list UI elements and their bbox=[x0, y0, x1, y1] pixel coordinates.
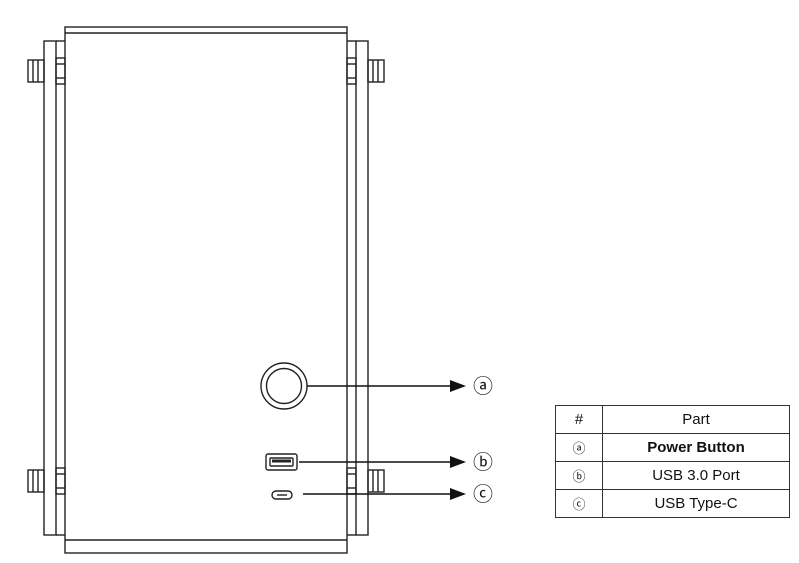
callout-c-label: ⓒ bbox=[473, 482, 493, 506]
callout-a-label: ⓐ bbox=[473, 374, 493, 398]
screw-right-bottom bbox=[346, 467, 385, 495]
table-row: ⓒ USB Type-C bbox=[555, 489, 790, 518]
right-mounting-bracket bbox=[347, 40, 369, 536]
table-header-row: # Part bbox=[555, 405, 790, 434]
left-mounting-bracket bbox=[43, 40, 65, 536]
leader-line-c bbox=[303, 488, 466, 500]
row-symbol: ⓒ bbox=[555, 489, 603, 518]
table-row: ⓑ USB 3.0 Port bbox=[555, 461, 790, 490]
row-part: USB 3.0 Port bbox=[602, 461, 790, 490]
usb-type-c-icon bbox=[271, 490, 293, 500]
leader-line-a bbox=[307, 380, 466, 392]
table-row: ⓐ Power Button bbox=[555, 433, 790, 462]
screw-left-top bbox=[27, 57, 66, 85]
device-body bbox=[64, 26, 348, 554]
power-button-icon bbox=[260, 362, 308, 410]
column-header-part: Part bbox=[602, 405, 790, 434]
callout-b-label: ⓑ bbox=[473, 450, 493, 474]
parts-legend-table: # Part ⓐ Power Button ⓑ USB 3.0 Port ⓒ U… bbox=[555, 405, 790, 518]
usb-3-port-icon bbox=[265, 453, 298, 471]
column-header-number: # bbox=[555, 405, 603, 434]
screw-left-bottom bbox=[27, 467, 66, 495]
row-symbol: ⓐ bbox=[555, 433, 603, 462]
leader-line-b bbox=[299, 456, 466, 468]
row-symbol: ⓑ bbox=[555, 461, 603, 490]
screw-right-top bbox=[346, 57, 385, 85]
row-part: Power Button bbox=[602, 433, 790, 462]
row-part: USB Type-C bbox=[602, 489, 790, 518]
